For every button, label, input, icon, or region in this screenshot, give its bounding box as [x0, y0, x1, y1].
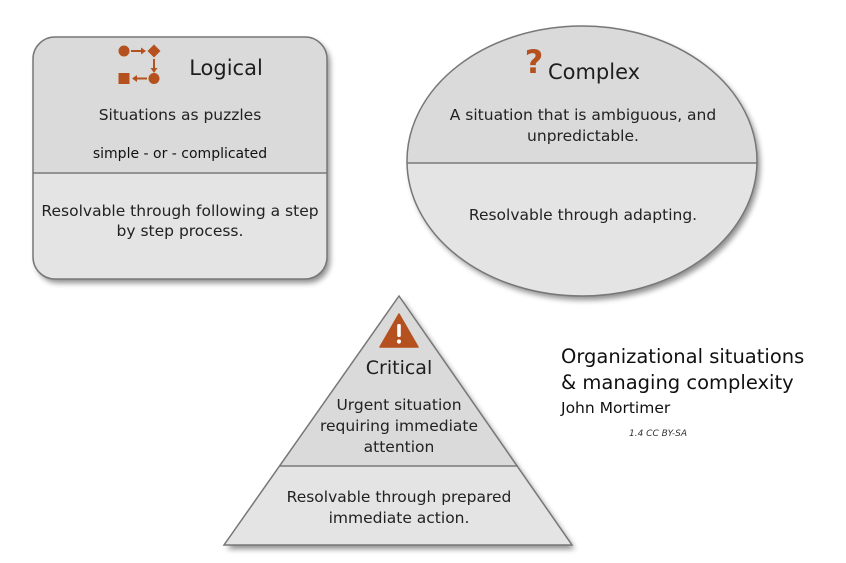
caption-title-line2: & managing complexity — [561, 371, 794, 394]
complex-title: Complex — [547, 60, 641, 84]
caption-license: 1.4 CC BY-SA — [629, 429, 687, 439]
question-mark-icon: ? — [524, 43, 544, 81]
critical-triangle-shape — [222, 294, 574, 546]
caption-title-line1: Organizational situations — [561, 345, 805, 368]
complex-description-line2: unpredictable. — [527, 127, 639, 145]
logical-title: Logical — [189, 56, 263, 80]
critical-description-line2: requiring immediate — [319, 417, 479, 435]
logical-subtitle: Situations as puzzles — [98, 106, 262, 124]
warning-icon — [379, 313, 419, 348]
logical-resolution-line1: Resolvable through following a step — [41, 202, 319, 220]
critical-resolution-line1: Resolvable through prepared — [286, 488, 512, 506]
logical-resolution-line2: by step process. — [116, 222, 244, 240]
critical-title: Critical — [365, 357, 433, 379]
critical-description-line1: Urgent situation — [336, 396, 462, 414]
complex-resolution: Resolvable through adapting. — [468, 206, 698, 224]
complex-description-line1: A situation that is ambiguous, and — [449, 106, 717, 124]
caption-author: John Mortimer — [561, 399, 671, 417]
critical-description-line3: attention — [363, 438, 435, 456]
critical-resolution-line2: immediate action. — [328, 509, 470, 527]
logical-qualifier: simple - or - complicated — [92, 146, 268, 162]
flowchart-icon — [118, 44, 161, 84]
complex-ellipse-shape — [406, 25, 758, 297]
logical-card-shape — [32, 36, 328, 280]
